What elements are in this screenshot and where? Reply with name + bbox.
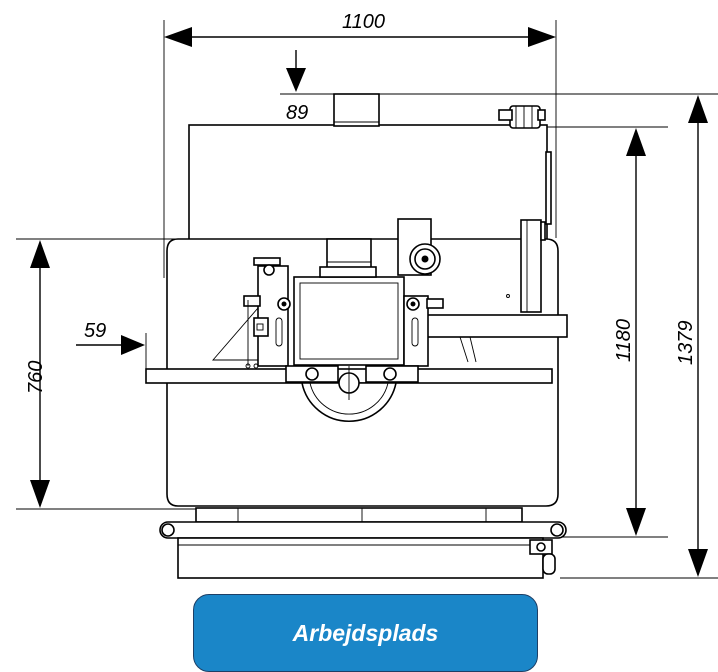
saw-head: [293, 276, 405, 366]
table-height-dimension-label: 760: [25, 361, 47, 394]
workspace-button-label: Arbejdsplads: [292, 619, 439, 646]
side-fence: [426, 314, 568, 338]
total-height-dimension: 1379: [560, 95, 718, 579]
right-mechanism: [403, 295, 444, 367]
width-dimension-label: 1100: [342, 11, 385, 33]
top-knob: [498, 105, 546, 129]
base-rail: [159, 507, 567, 579]
body-height-dimension: 1180: [560, 128, 668, 538]
body-height-dimension-label: 1180: [613, 319, 635, 362]
total-height-dimension-label: 1379: [675, 321, 697, 366]
saw-blade: [301, 366, 397, 422]
exhaust-port: [333, 93, 380, 127]
width-dimension: 1100: [163, 11, 557, 278]
upper-housing: [188, 124, 548, 244]
top-gap-dimension-label: 89: [286, 102, 308, 124]
left-mechanism: [212, 257, 291, 369]
table-height-dimension: 760: [16, 238, 200, 510]
machine-outline: [145, 93, 568, 579]
side-offset-dimension-label: 59: [84, 320, 106, 342]
workspace-button[interactable]: Arbejdsplads: [193, 594, 538, 672]
